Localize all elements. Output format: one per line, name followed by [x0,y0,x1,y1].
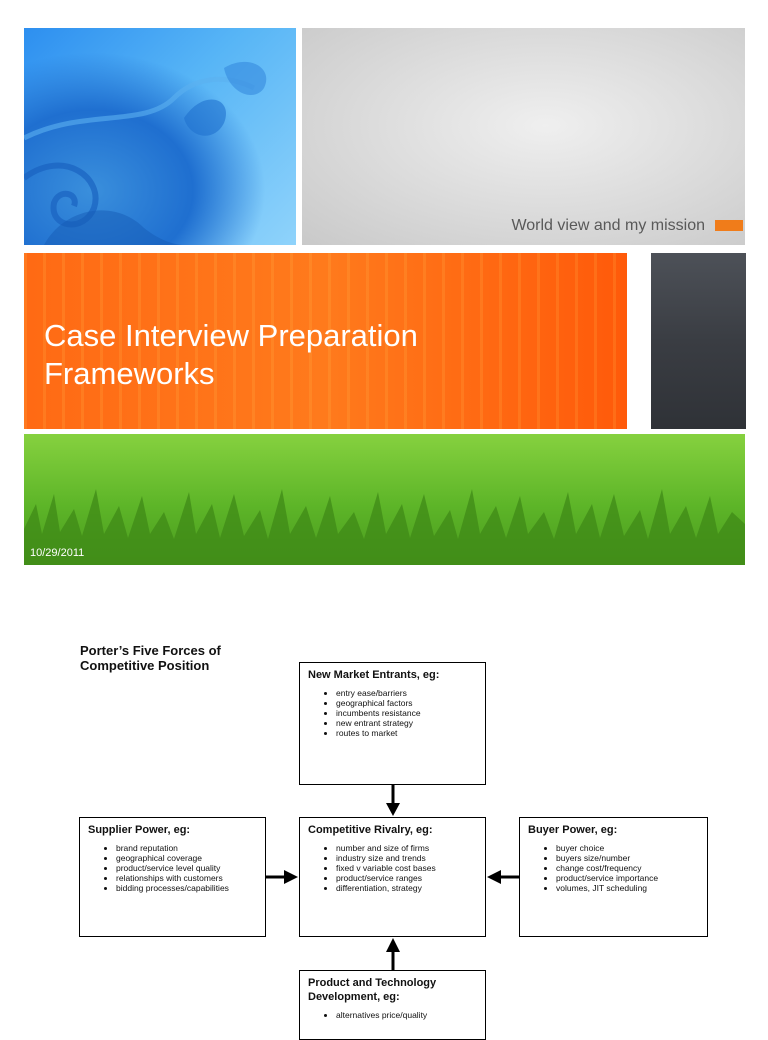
arrow-left-icon [487,870,519,884]
slide-title: Case Interview Preparation Frameworks [44,317,604,393]
bullet-list: buyer choice buyers size/number change c… [528,843,699,893]
product-technology-box: Product and Technology Development, eg: … [299,970,486,1040]
box-title-line: Development, eg: [308,991,400,1003]
list-item: relationships with customers [116,873,257,883]
new-market-entrants-box: New Market Entrants, eg: entry ease/barr… [299,662,486,785]
list-item: differentiation, strategy [336,883,477,893]
list-item: new entrant strategy [336,718,477,728]
gray-texture-tile: World view and my mission [302,28,745,245]
box-title: Buyer Power, eg: [528,824,618,836]
list-item: industry size and trends [336,853,477,863]
box-title: New Market Entrants, eg: [308,669,440,681]
list-item: product/service importance [556,873,699,883]
list-item: alternatives price/quality [336,1010,477,1020]
buyer-power-box: Buyer Power, eg: buyer choice buyers siz… [519,817,708,937]
list-item: incumbents resistance [336,708,477,718]
porter-heading-line: Porter’s Five Forces of [80,643,221,658]
dark-texture-tile [651,253,746,429]
slide-title-line: Case Interview Preparation [44,318,418,353]
list-item: fixed v variable cost bases [336,863,477,873]
box-title: Competitive Rivalry, eg: [308,824,433,836]
grass-decoration [24,489,745,565]
supplier-power-box: Supplier Power, eg: brand reputation geo… [79,817,266,937]
porter-heading-line: Competitive Position [80,658,210,673]
list-item: geographical factors [336,698,477,708]
list-item: volumes, JIT scheduling [556,883,699,893]
bullet-list: entry ease/barriers geographical factors… [308,688,477,738]
list-item: geographical coverage [116,853,257,863]
list-item: buyers size/number [556,853,699,863]
list-item: change cost/frequency [556,863,699,873]
porter-heading: Porter’s Five Forces of Competitive Posi… [80,643,221,673]
list-item: brand reputation [116,843,257,853]
list-item: bidding processes/capabilities [116,883,257,893]
list-item: number and size of firms [336,843,477,853]
swirl-decoration [24,61,267,245]
slide-subtitle: World view and my mission [511,217,705,234]
bullet-list: brand reputation geographical coverage p… [88,843,257,893]
title-tile: Case Interview Preparation Frameworks [24,253,627,429]
arrow-up-icon [386,938,400,970]
arrow-right-icon [266,870,298,884]
bullet-list: number and size of firms industry size a… [308,843,477,893]
blue-swirl-tile [24,28,296,245]
list-item: entry ease/barriers [336,688,477,698]
box-title-line: Product and Technology [308,977,437,989]
box-title: Supplier Power, eg: [88,824,191,836]
arrow-down-icon [386,785,400,816]
bullet-list: alternatives price/quality [308,1010,477,1020]
list-item: buyer choice [556,843,699,853]
competitive-rivalry-box: Competitive Rivalry, eg: number and size… [299,817,486,937]
slide-title-line: Frameworks [44,356,215,391]
slide-date: 10/29/2011 [30,547,85,559]
orange-accent-bar [715,220,743,231]
list-item: routes to market [336,728,477,738]
list-item: product/service level quality [116,863,257,873]
list-item: product/service ranges [336,873,477,883]
grass-tile: 10/29/2011 [24,434,745,565]
